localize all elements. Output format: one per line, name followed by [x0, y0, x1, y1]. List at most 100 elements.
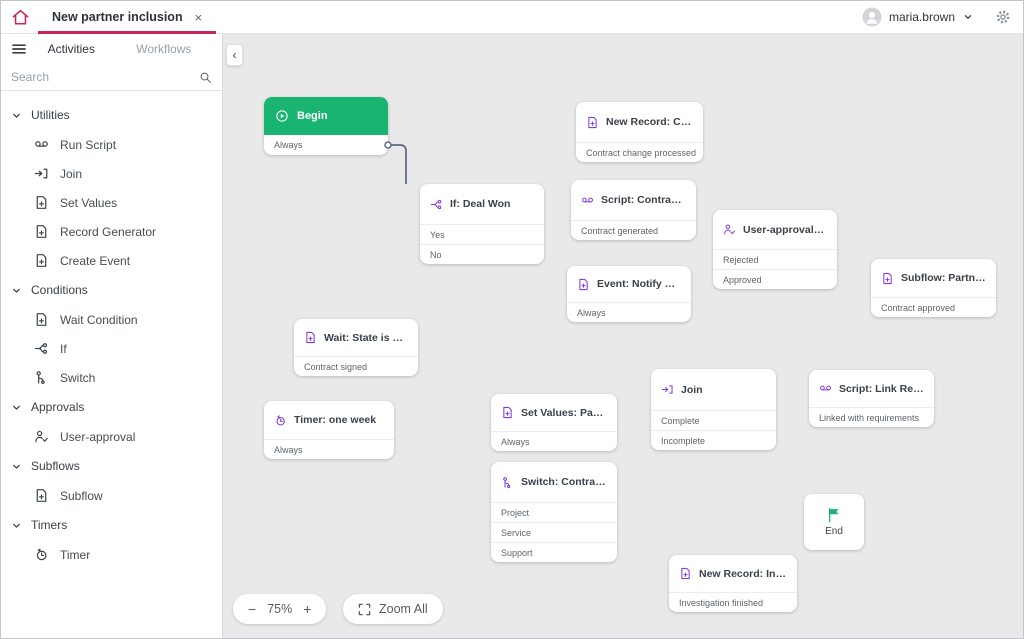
node-title: Switch: Contract ...: [521, 476, 607, 488]
node-title: New Record: Inv...: [699, 567, 787, 580]
doc-plus-icon: [36, 254, 47, 267]
node-new-record-change[interactable]: New Record: Cha...Contract change proces…: [576, 102, 703, 162]
tree-section-utilities[interactable]: Utilities: [1, 100, 222, 130]
output-label: Contract generated: [581, 225, 659, 236]
tree-item-set-values[interactable]: Set Values: [1, 188, 222, 217]
doc-plus-icon: [883, 272, 892, 284]
join-icon: [34, 168, 48, 179]
node-output-row: Contract change processed: [576, 142, 703, 162]
node-header: New Record: Inv...: [669, 555, 797, 592]
node-subflow-partner[interactable]: Subflow: Partner ...Contract approved: [871, 259, 996, 317]
home-button[interactable]: [11, 8, 30, 27]
output-label: Yes: [430, 229, 445, 240]
doc-plus-icon: [36, 489, 47, 502]
node-header: Begin: [264, 97, 388, 135]
chevron-down-icon[interactable]: [962, 11, 974, 23]
zoom-control: − 75% +: [233, 594, 327, 624]
tree-item-record-generator[interactable]: Record Generator: [1, 217, 222, 246]
user-menu[interactable]: maria.brown: [888, 10, 955, 24]
tree-item-wait-condition[interactable]: Wait Condition: [1, 305, 222, 334]
tree-item-switch[interactable]: Switch: [1, 363, 222, 392]
node-title: Script: Link Requi...: [839, 382, 924, 395]
document-tab[interactable]: New partner inclusion ×: [38, 1, 217, 34]
chevron-down-icon: [13, 405, 20, 410]
tab-activities[interactable]: Activities: [47, 42, 95, 56]
node-set-values-partner[interactable]: Set Values: PartnerAlways: [491, 394, 617, 451]
node-output-row: Investigation finished: [669, 592, 797, 612]
tree-section-conditions[interactable]: Conditions: [1, 275, 222, 305]
tree-item-if[interactable]: If: [1, 334, 222, 363]
flag-icon: [828, 508, 839, 523]
node-title: End: [825, 526, 843, 537]
node-title: User-approval: C...: [743, 223, 827, 236]
node-script-contract[interactable]: Script: Contract g...Contract generated: [571, 180, 696, 240]
node-header: Join: [651, 369, 776, 410]
tree-section-subflows[interactable]: Subflows: [1, 451, 222, 481]
search-icon[interactable]: [199, 71, 212, 84]
node-output-row: No: [420, 244, 544, 264]
zoom-all-icon: [358, 603, 371, 615]
tree-item-label: Subflow: [60, 488, 103, 503]
tree-section-timers[interactable]: Timers: [1, 510, 222, 540]
tree-item-create-event[interactable]: Create Event: [1, 246, 222, 275]
tree-item-subflow[interactable]: Subflow: [1, 481, 222, 510]
tree-item-label: Switch: [60, 370, 96, 385]
zoom-all-button[interactable]: Zoom All: [343, 594, 443, 624]
output-label: Contract signed: [304, 361, 368, 372]
tree-item-run-script[interactable]: Run Script: [1, 130, 222, 159]
tree-section-label: Timers: [31, 518, 68, 532]
node-script-link[interactable]: Script: Link Requi... Linked with require…: [809, 370, 934, 427]
doc-plus-icon: [306, 331, 315, 344]
doc-plus-icon: [588, 116, 597, 128]
node-title: Wait: State is Sig...: [324, 331, 408, 344]
tree-item-timer[interactable]: Timer: [1, 540, 222, 569]
node-title: If: Deal Won: [450, 198, 511, 210]
output-label: No: [430, 249, 442, 260]
search-input[interactable]: [11, 70, 199, 84]
node-output-row: Approved: [713, 269, 837, 289]
tree-section-label: Utilities: [31, 108, 70, 122]
output-label: Always: [501, 436, 530, 447]
search-bar: [1, 64, 222, 91]
node-output-row: Contract approved: [871, 297, 996, 317]
tree-item-join[interactable]: Join: [1, 159, 222, 188]
node-output-row: Always: [491, 431, 617, 451]
zoom-out-button[interactable]: −: [248, 601, 257, 617]
output-label: Always: [577, 307, 606, 318]
play-icon: [276, 110, 288, 122]
zoom-in-button[interactable]: +: [303, 601, 312, 617]
node-header: If: Deal Won: [420, 184, 544, 224]
node-event-notify[interactable]: Event: Notify agentAlways: [567, 266, 691, 322]
menu-button[interactable]: [11, 41, 27, 57]
home-icon: [12, 9, 29, 25]
node-output-row: Complete: [651, 410, 776, 430]
close-tab-button[interactable]: ×: [194, 9, 203, 25]
collapse-sidebar-button[interactable]: ‹: [226, 44, 243, 66]
tree-item-user-approval[interactable]: User-approval: [1, 422, 222, 451]
node-end[interactable]: End: [804, 494, 864, 550]
hamburger-icon: [12, 44, 26, 54]
tree-section-approvals[interactable]: Approvals: [1, 392, 222, 422]
user-approval-icon: [724, 224, 735, 235]
node-new-record-inv[interactable]: New Record: Inv... Investigation finished: [669, 555, 797, 612]
timer-icon: [36, 548, 47, 561]
node-title: Event: Notify agent: [597, 278, 681, 290]
node-title: Set Values: Partner: [521, 406, 607, 419]
user-approval-icon: [35, 430, 48, 443]
output-label: Approved: [723, 274, 762, 285]
tab-workflows[interactable]: Workflows: [136, 42, 192, 56]
node-header: Set Values: Partner: [491, 394, 617, 431]
node-wait-state[interactable]: Wait: State is Sig... Contract signed: [294, 319, 418, 376]
node-output-row: Linked with requirements: [809, 407, 934, 427]
settings-button[interactable]: [995, 9, 1011, 25]
user-avatar: [862, 7, 882, 27]
